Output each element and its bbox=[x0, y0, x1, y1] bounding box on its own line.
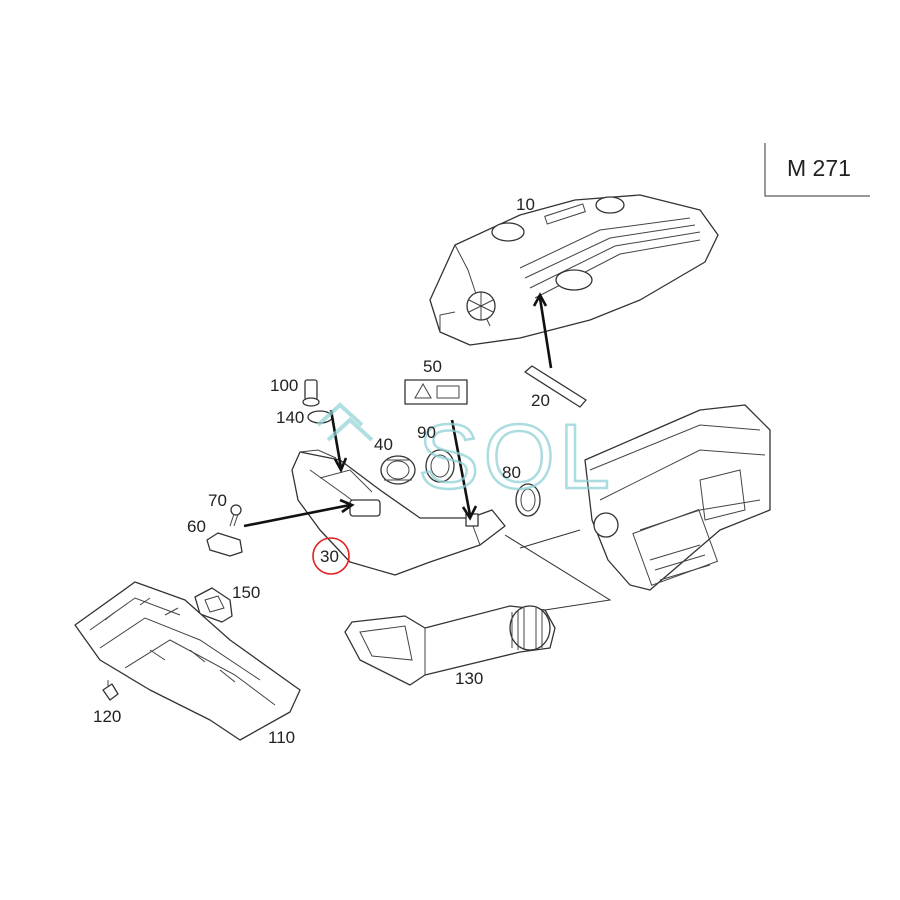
label-20: 20 bbox=[531, 391, 550, 410]
watermark-text: SOL bbox=[418, 406, 614, 508]
sleeve-part-40[interactable] bbox=[380, 455, 416, 485]
label-130: 130 bbox=[455, 669, 483, 688]
engine-cover-part-10[interactable] bbox=[429, 194, 719, 346]
model-box: M 271 bbox=[764, 143, 870, 197]
label-60: 60 bbox=[187, 517, 206, 536]
clamp-part-80[interactable] bbox=[515, 483, 541, 517]
leader-line-housing bbox=[519, 529, 581, 549]
label-100: 100 bbox=[270, 376, 298, 395]
arrow-100-to-pipe bbox=[329, 409, 343, 469]
arrow-50-to-pipe bbox=[450, 419, 472, 516]
warning-label-part-50[interactable] bbox=[404, 379, 468, 405]
arrowhead-20 bbox=[532, 292, 548, 307]
label-50: 50 bbox=[423, 357, 442, 376]
arrow-60-to-pipe bbox=[243, 503, 351, 528]
underbody-panel-part-110[interactable] bbox=[74, 581, 301, 741]
clip-part-120[interactable] bbox=[102, 680, 119, 701]
label-70: 70 bbox=[208, 491, 227, 510]
watermark-logo-icon bbox=[316, 402, 374, 442]
arrowhead-100 bbox=[333, 457, 348, 474]
screw-part-70[interactable] bbox=[229, 504, 242, 527]
arrowhead-50 bbox=[461, 505, 478, 521]
label-150: 150 bbox=[232, 583, 260, 602]
label-120: 120 bbox=[93, 707, 121, 726]
sensor-part-100[interactable] bbox=[302, 379, 320, 407]
bracket-part-60[interactable] bbox=[206, 532, 243, 557]
label-80: 80 bbox=[502, 463, 521, 482]
arrowhead-60 bbox=[339, 498, 355, 514]
highlight-circle-30 bbox=[312, 537, 350, 575]
intake-duct-part-130[interactable] bbox=[344, 605, 556, 686]
label-30: 30 bbox=[320, 547, 339, 566]
label-90: 90 bbox=[417, 423, 436, 442]
air-filter-housing[interactable] bbox=[584, 404, 771, 591]
leader-line-130 bbox=[504, 534, 612, 611]
seal-strip-part-20[interactable] bbox=[524, 365, 587, 408]
model-code: M 271 bbox=[787, 155, 851, 181]
arrow-20-to-cover bbox=[538, 297, 553, 369]
label-140: 140 bbox=[276, 408, 304, 427]
label-10: 10 bbox=[516, 195, 535, 214]
label-110: 110 bbox=[268, 728, 295, 747]
clamp-part-90[interactable] bbox=[425, 449, 455, 483]
label-40: 40 bbox=[374, 435, 393, 454]
